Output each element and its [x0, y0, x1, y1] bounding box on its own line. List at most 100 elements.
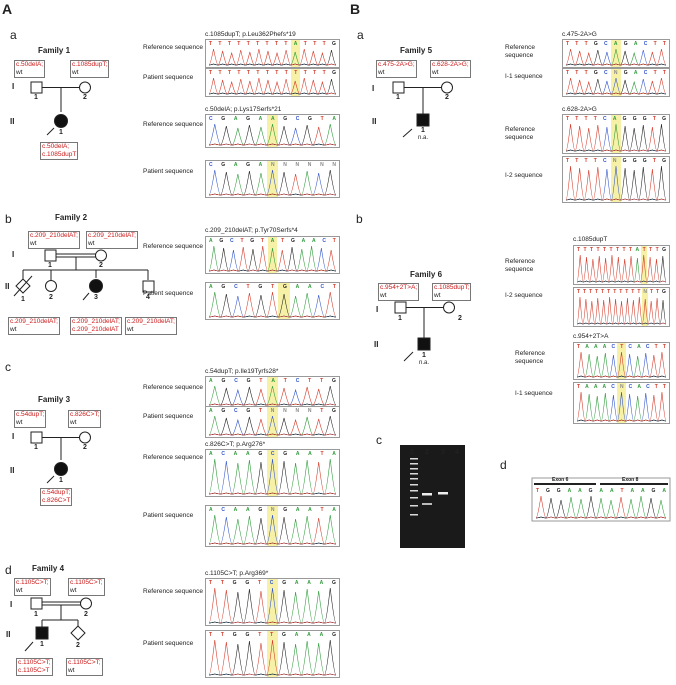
gel-lane-1: 1	[410, 449, 414, 456]
base-call: T	[313, 41, 317, 47]
base-call: T	[284, 41, 288, 47]
genotype-box: c.954+2T>A;wt	[378, 283, 420, 301]
gen-I-f6: I	[376, 305, 379, 314]
base-call: A	[209, 408, 213, 414]
base-call: A	[635, 247, 640, 253]
base-call: T	[275, 70, 279, 76]
genotype-box: c.826C>T;wt	[68, 410, 102, 428]
trace-G	[208, 293, 337, 318]
base-call: T	[593, 158, 597, 164]
base-call: G	[556, 488, 561, 494]
base-call: N	[619, 384, 624, 390]
base-call: A	[307, 632, 311, 638]
trace-A	[565, 80, 667, 95]
base-call: N	[270, 408, 275, 414]
panel-label-A: A	[2, 1, 13, 17]
base-call: G	[332, 632, 336, 638]
gel-lane-2: 2	[425, 449, 429, 456]
base-call: G	[332, 41, 336, 47]
genotype-box: c.209_210delAT;wt	[8, 317, 60, 335]
base-call: T	[637, 289, 641, 295]
trace-plot	[208, 415, 337, 436]
base-call: C	[233, 408, 238, 414]
base-call: T	[237, 41, 241, 47]
base-call: A	[209, 507, 213, 513]
base-call: C	[646, 384, 650, 390]
genotype-box: c.54dupT;c.826C>T	[40, 488, 73, 506]
trace-T	[208, 291, 337, 318]
base-call: T	[265, 41, 269, 47]
trace-plot	[208, 587, 337, 624]
base-call: T	[662, 344, 666, 350]
base-call: T	[575, 116, 579, 122]
trace-plot	[208, 48, 337, 66]
base-call: N	[307, 408, 312, 414]
trace-A	[208, 640, 337, 676]
trace-plot	[208, 291, 337, 318]
trace-T	[208, 418, 337, 436]
trace-plot	[576, 296, 667, 325]
base-call: A	[295, 451, 300, 457]
trace-T	[208, 386, 337, 406]
base-call: T	[246, 70, 250, 76]
base-call: T	[320, 408, 324, 414]
base-call: A	[233, 451, 238, 457]
trace-T	[565, 165, 667, 201]
base-call: T	[577, 247, 581, 253]
gel-lane-3: 3	[441, 449, 445, 456]
base-call: G	[642, 158, 647, 164]
base-call: T	[218, 41, 222, 47]
base-call: T	[584, 70, 588, 76]
ref-label: Reference sequence	[505, 126, 535, 141]
base-call: N	[270, 507, 275, 513]
genotype-box: c.1085dupT;wt	[70, 60, 110, 78]
base-call: T	[601, 289, 605, 295]
base-call: T	[596, 247, 600, 253]
trace-plot	[208, 458, 337, 495]
ref-label: Reference sequence	[143, 121, 203, 128]
variant-highlight	[617, 343, 626, 379]
base-call: A	[294, 580, 299, 586]
ref-label: Reference sequence	[143, 454, 203, 461]
f1-II1-num: 1	[59, 129, 63, 136]
base-call: T	[257, 580, 262, 586]
gel-lane-4: 4	[455, 449, 459, 456]
panel-label-Ac: c	[5, 360, 11, 374]
trace-plot	[576, 254, 667, 283]
trace-plot	[208, 169, 337, 196]
i2-seq-label: I-2 sequence	[505, 292, 543, 299]
trace-plot	[576, 351, 667, 378]
f1-mut2-header: c.50delA; p.Lys17Serfs*21	[205, 106, 282, 113]
base-call: T	[258, 408, 263, 414]
genotype-box: c.54dupT;wt	[14, 410, 47, 428]
panel-label-Bd: d	[500, 458, 507, 472]
base-call: T	[575, 158, 579, 164]
base-call: A	[301, 238, 306, 244]
base-call: T	[332, 284, 336, 290]
base-call: T	[577, 289, 581, 295]
base-call: T	[584, 158, 588, 164]
base-call: A	[599, 488, 604, 494]
patient-label: Patient sequence	[143, 168, 194, 175]
base-call: G	[545, 488, 550, 494]
f4-II1-num: 1	[40, 641, 44, 648]
i2-seq-label: I-2 sequence	[505, 172, 543, 179]
panel-label-Bc: c	[376, 433, 382, 447]
f6-na: n.a.	[419, 360, 430, 366]
genotype-box: c.1085dupT;wt	[432, 283, 472, 301]
trace-plot	[208, 639, 337, 676]
base-call: T	[609, 247, 613, 253]
base-call: T	[256, 70, 260, 76]
base-call: T	[566, 41, 570, 47]
variant-highlight	[266, 161, 279, 197]
gen-I-f2: I	[12, 250, 15, 259]
f3-I2-num: 2	[83, 444, 87, 451]
base-call: A	[209, 378, 213, 384]
base-call: T	[620, 344, 624, 350]
